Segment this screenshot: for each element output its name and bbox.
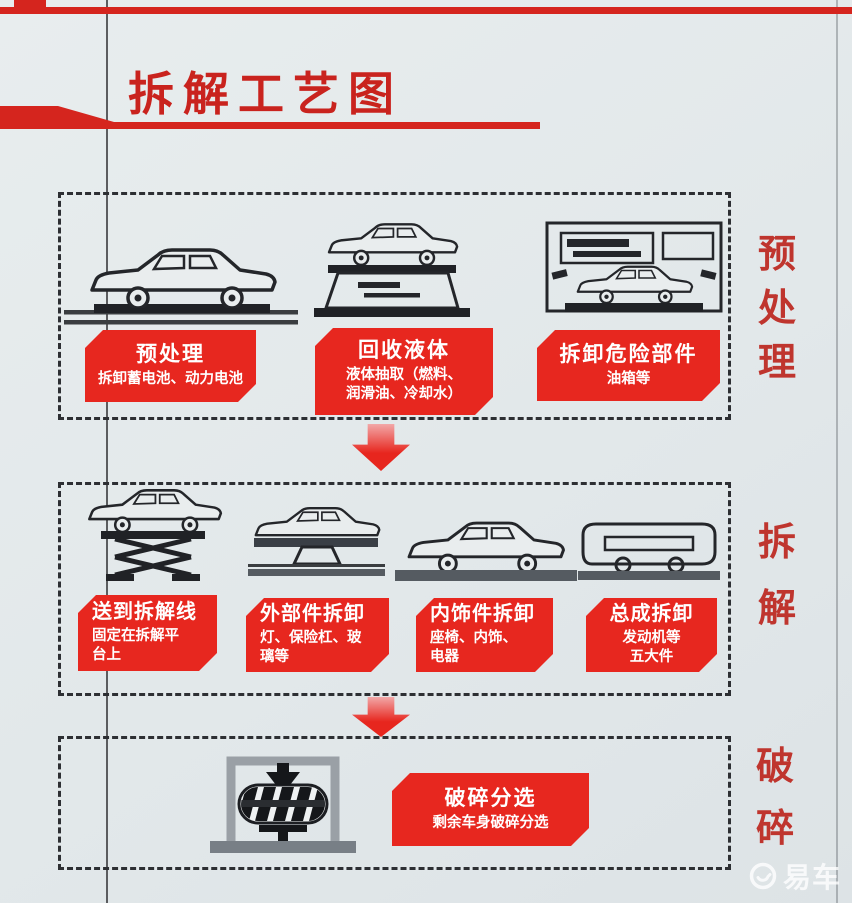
stage-label-dismantling: 拆 解 — [758, 524, 796, 628]
top-red-rule — [0, 7, 852, 14]
step-recover-liquids: 回收液体 液体抽取（燃料、润滑油、冷却水） — [315, 328, 493, 415]
stage-label-char: 处 — [758, 288, 797, 330]
step-desc: 灯、保险杠、玻璃等 — [260, 630, 362, 665]
right-edge-line — [836, 0, 838, 903]
car-on-scissor-lift-icon — [78, 486, 230, 581]
stage-box-crushing — [58, 736, 731, 870]
stage-box-pretreatment — [58, 192, 731, 420]
vertical-fold-line — [106, 0, 108, 903]
page-title: 拆解工艺图 — [128, 68, 403, 120]
stage-label-char: 破 — [756, 746, 795, 788]
step-remove-hazardous-parts: 拆卸危险部件 油箱等 — [537, 330, 720, 401]
crusher-machine-icon — [210, 756, 356, 853]
step-title: 内饰件拆卸 — [430, 603, 535, 626]
step-title: 总成拆卸 — [609, 603, 694, 626]
stage-label-char: 预 — [758, 234, 797, 276]
car-shell-on-conveyor-icon — [578, 522, 720, 580]
step-title: 拆卸危险部件 — [559, 342, 698, 366]
step-desc: 剩余车身破碎分选 — [432, 814, 549, 831]
down-arrow-icon — [352, 697, 410, 737]
car-in-workstation-icon — [545, 221, 723, 313]
step-interior-parts-removal: 内饰件拆卸 座椅、内饰、电器 — [416, 598, 553, 672]
top-left-red-chip — [14, 0, 46, 9]
car-on-lift-platform-icon — [314, 220, 470, 317]
title-underline-decoration — [0, 106, 540, 129]
step-crushing-sorting: 破碎分选 剩余车身破碎分选 — [392, 773, 589, 846]
car-on-conveyor-icon — [395, 518, 577, 581]
step-send-to-dismantling-line: 送到拆解线 固定在拆解平台上 — [78, 595, 217, 671]
step-title: 回收液体 — [358, 339, 450, 363]
yiche-logo-icon — [749, 862, 777, 890]
stage-label-pretreatment: 预 处 理 — [758, 236, 796, 382]
car-on-conveyor-icon — [64, 244, 298, 325]
step-title: 破碎分选 — [444, 786, 537, 810]
step-external-parts-removal: 外部件拆卸 灯、保险杠、玻璃等 — [246, 598, 389, 672]
step-desc: 拆卸蓄电池、动力电池 — [98, 371, 243, 388]
step-title: 预处理 — [136, 343, 205, 366]
down-arrow-icon — [352, 424, 410, 471]
step-desc: 发动机等五大件 — [622, 630, 681, 665]
stage-label-char: 解 — [758, 588, 797, 630]
stage-label-char: 理 — [758, 342, 797, 384]
step-pretreatment: 预处理 拆卸蓄电池、动力电池 — [85, 330, 256, 402]
step-desc: 油箱等 — [606, 370, 651, 387]
watermark-text: 易车 — [783, 862, 842, 893]
car-on-rotating-stand-icon — [248, 506, 385, 576]
step-title: 外部件拆卸 — [260, 603, 365, 626]
step-desc: 液体抽取（燃料、润滑油、冷却水） — [346, 367, 462, 403]
step-desc: 固定在拆解平台上 — [92, 628, 179, 663]
stage-label-char: 碎 — [756, 808, 795, 850]
step-desc: 座椅、内饰、电器 — [430, 630, 517, 665]
step-assembly-removal: 总成拆卸 发动机等五大件 — [586, 598, 717, 672]
stage-label-crushing: 破 碎 — [756, 748, 794, 848]
stage-label-char: 拆 — [758, 522, 797, 564]
stage-box-dismantling — [58, 482, 731, 696]
step-title: 送到拆解线 — [92, 601, 197, 624]
yiche-watermark: 易车 — [748, 856, 841, 896]
